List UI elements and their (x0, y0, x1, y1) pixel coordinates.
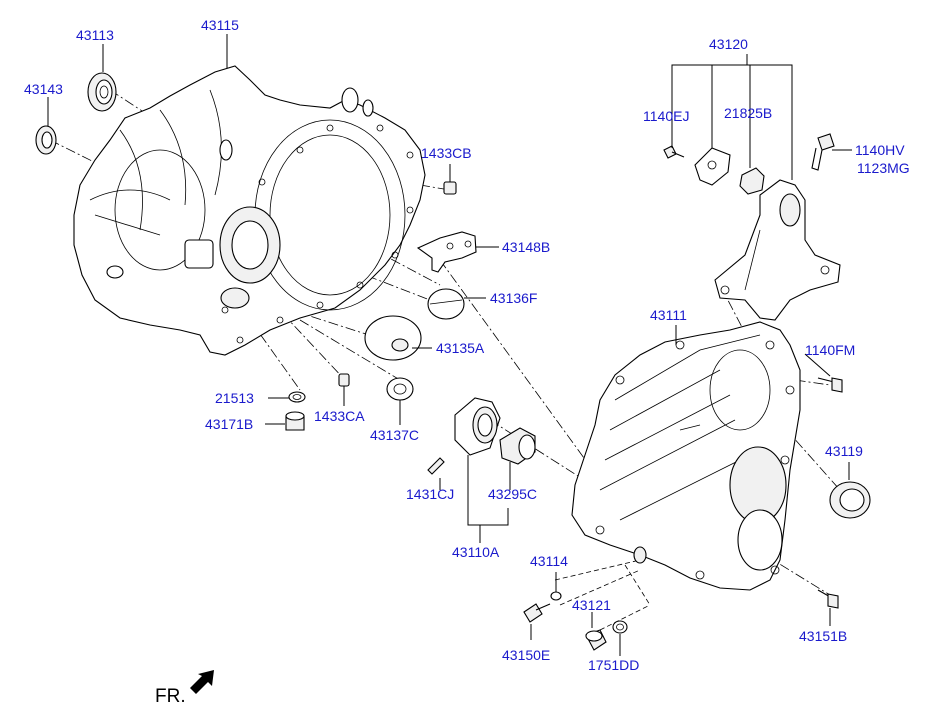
pin-1431CJ[interactable] (427, 457, 445, 475)
label-43151B[interactable]: 43151B (799, 628, 848, 644)
bolt-1140HV[interactable] (811, 133, 835, 171)
washer-43114[interactable] (550, 591, 562, 601)
guide-43137C[interactable] (386, 377, 414, 401)
front-direction-arrow-icon (190, 670, 214, 694)
label-43113[interactable]: 43113 (76, 27, 114, 43)
label-21513[interactable]: 21513 (215, 390, 254, 406)
transmission-case-43111[interactable] (571, 321, 801, 591)
label-1140EJ[interactable]: 1140EJ (643, 108, 690, 124)
gasket-1751DD[interactable] (612, 620, 628, 634)
label-43111[interactable]: 43111 (650, 307, 687, 323)
label-43135A[interactable]: 43135A (436, 340, 485, 356)
seal-43113[interactable] (87, 72, 117, 112)
label-1123MG[interactable]: 1123MG (857, 160, 910, 176)
label-21825B[interactable]: 21825B (724, 105, 773, 121)
label-43110A[interactable]: 43110A (452, 544, 500, 560)
plug-43121[interactable] (585, 629, 607, 651)
bracket-piece-43120[interactable] (694, 147, 731, 186)
oil-guide-43135A[interactable] (364, 315, 422, 361)
magnet-43136F[interactable] (427, 288, 465, 320)
needle-bearing-43295C[interactable] (499, 427, 536, 465)
housing-bolt-holes (221, 124, 414, 344)
label-43295C[interactable]: 43295C (488, 486, 538, 502)
dowel-1433CB[interactable] (443, 181, 457, 195)
bolt-1140FM[interactable] (817, 377, 843, 393)
bolt-43151B[interactable] (817, 589, 839, 609)
stopper-21825B[interactable] (739, 167, 765, 195)
dowel-1433CA[interactable] (338, 373, 350, 387)
label-1433CA[interactable]: 1433CA (314, 408, 365, 424)
label-43150E[interactable]: 43150E (502, 647, 551, 663)
bolt-1140EJ[interactable] (663, 145, 685, 159)
label-1751DD[interactable]: 1751DD (588, 657, 640, 673)
label-43137C[interactable]: 43137C (370, 427, 420, 443)
label-43171B[interactable]: 43171B (205, 416, 254, 432)
label-1431CJ[interactable]: 1431CJ (406, 486, 455, 502)
leader-lines (47, 34, 852, 656)
washer-21513[interactable] (288, 391, 306, 403)
label-1140FM[interactable]: 1140FM (805, 342, 856, 358)
label-1433CB[interactable]: 1433CB (421, 145, 472, 161)
bolt-43150E[interactable] (523, 603, 551, 623)
label-43148B[interactable]: 43148B (502, 239, 551, 255)
plate-43148B[interactable] (416, 231, 477, 273)
label-43143[interactable]: 43143 (24, 81, 63, 97)
case-bolt-bosses (595, 340, 795, 580)
label-43120[interactable]: 43120 (709, 36, 748, 52)
seal-43119[interactable] (829, 481, 871, 519)
plug-43171B[interactable] (285, 411, 305, 431)
label-43119[interactable]: 43119 (825, 443, 863, 459)
front-direction-label: FR. (155, 686, 186, 707)
label-43115[interactable]: 43115 (201, 17, 239, 33)
mount-bracket-43120[interactable] (714, 179, 841, 321)
label-1140HV[interactable]: 1140HV (855, 142, 905, 158)
label-43114[interactable]: 43114 (530, 553, 568, 569)
assembly-axis-lines (49, 89, 841, 631)
oil-seal-43143[interactable] (35, 125, 57, 155)
collar-43110A[interactable] (454, 397, 501, 456)
label-43136F[interactable]: 43136F (490, 290, 538, 306)
label-43121[interactable]: 43121 (572, 597, 611, 613)
clutch-housing-43115[interactable] (73, 65, 426, 356)
